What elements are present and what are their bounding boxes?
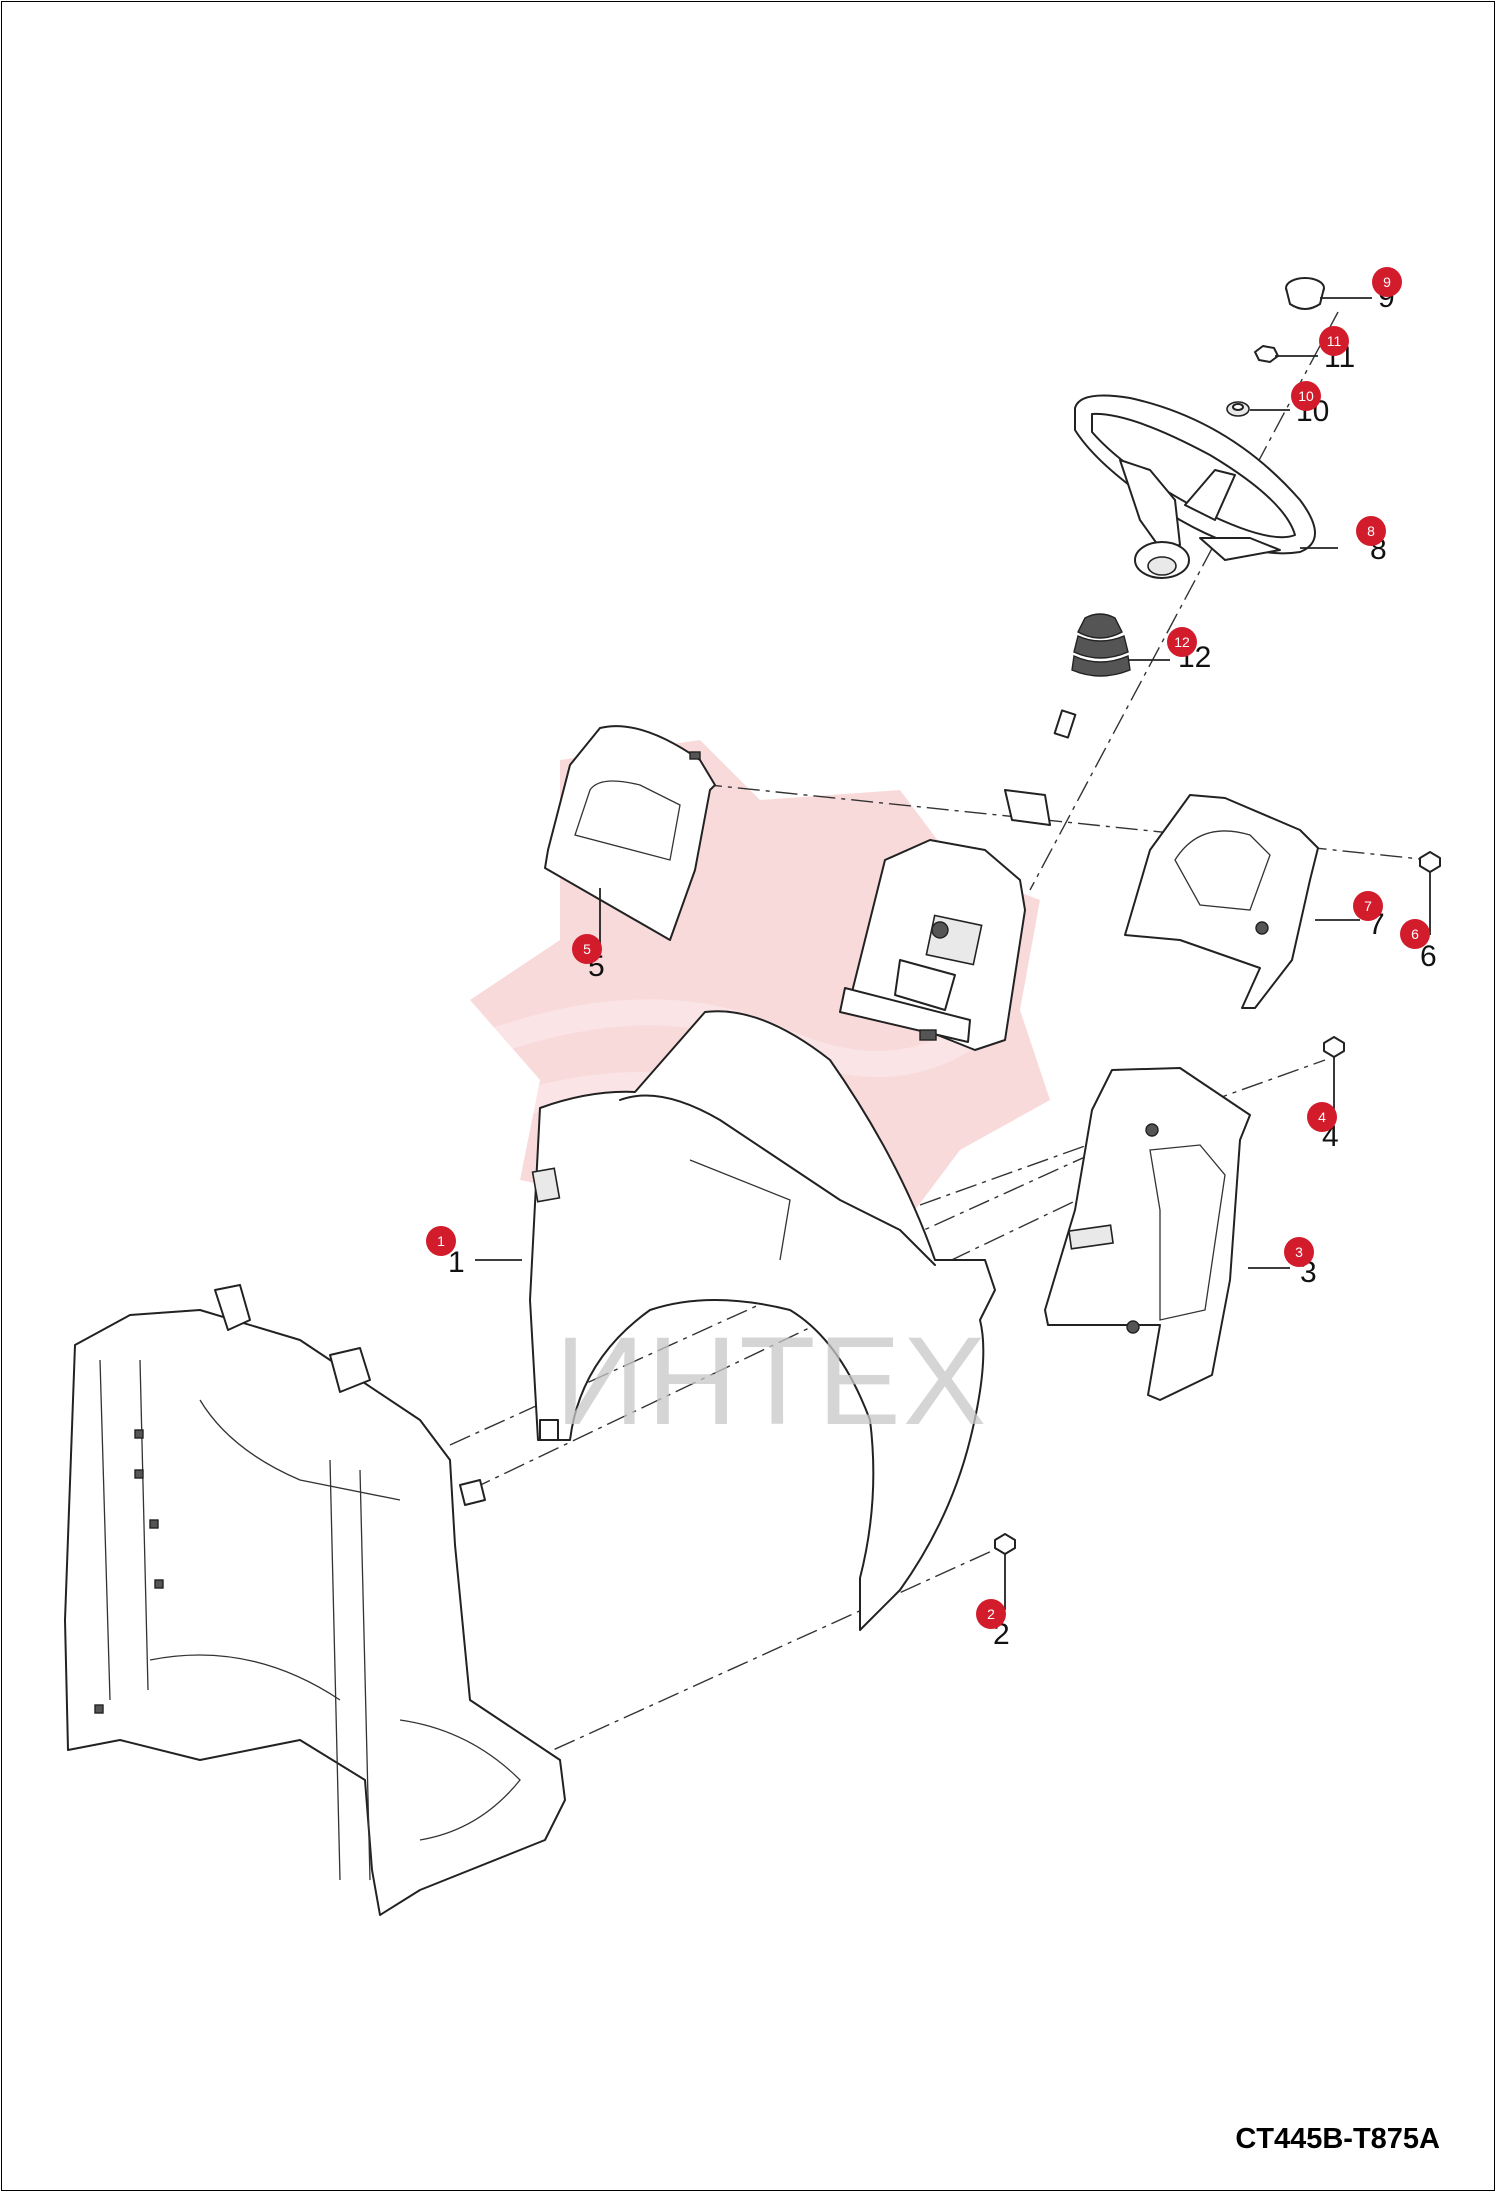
document-code: CT445B-T875A [1235,2123,1440,2155]
callout-12[interactable]: 12 [1167,627,1197,657]
part-number-6: 6 [1420,940,1437,973]
callout-9[interactable]: 9 [1372,267,1402,297]
bolt-part-2 [994,1533,1016,1555]
rubber-boot-part-12 [1071,613,1131,677]
callout-7[interactable]: 7 [1353,891,1383,921]
washer-part-10 [1226,401,1250,417]
callout-4[interactable]: 4 [1307,1102,1337,1132]
part-number-1: 1 [448,1246,465,1279]
leader-lines [475,297,1431,1610]
callout-5[interactable]: 5 [572,934,602,964]
callout-1[interactable]: 1 [426,1226,456,1256]
main-cowl-part-1 [529,1010,996,1631]
dashboard-frame [64,1284,566,1916]
watermark-text: ИНТЕХ [555,1312,989,1451]
callout-2[interactable]: 2 [976,1599,1006,1629]
bolt-part-6 [1419,851,1441,873]
callout-10[interactable]: 10 [1291,381,1321,411]
nut-part-11 [1254,345,1279,363]
steering-wheel-part-8 [1074,394,1316,579]
steering-column-assembly [839,709,1077,1051]
right-side-panel-part-3 [1044,1067,1251,1401]
callout-11[interactable]: 11 [1319,326,1349,356]
callout-3[interactable]: 3 [1284,1237,1314,1267]
left-upper-cover-part-5 [544,725,716,941]
bolt-part-4 [1323,1036,1345,1058]
right-upper-cover-part-7 [1124,794,1319,1009]
cap-part-9 [1285,277,1325,310]
callout-8[interactable]: 8 [1356,516,1386,546]
callout-6[interactable]: 6 [1400,919,1430,949]
